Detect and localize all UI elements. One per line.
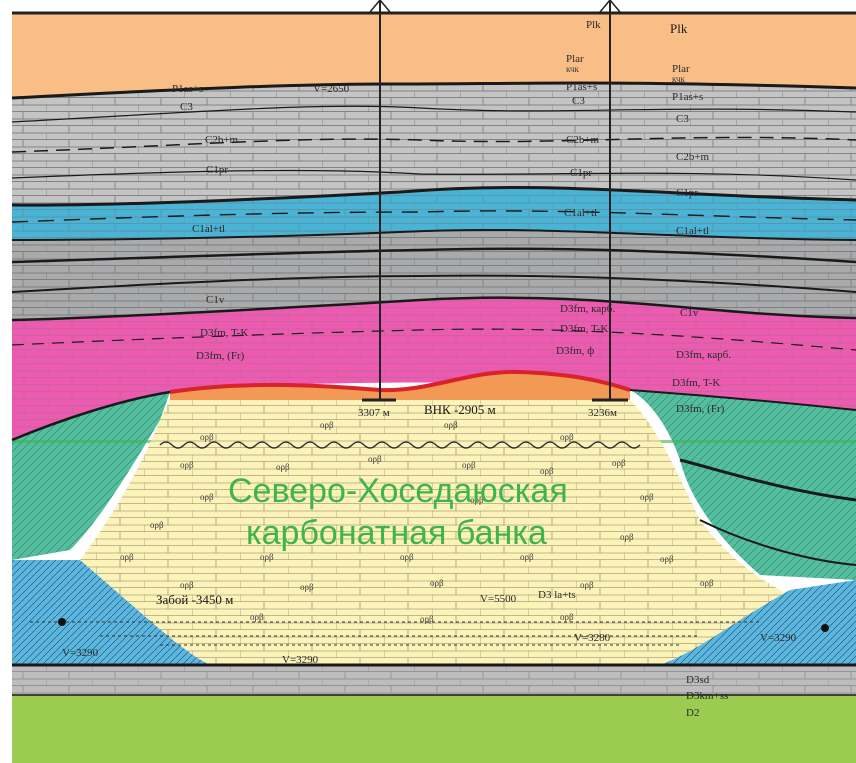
label-d3km: D3km+ss bbox=[686, 690, 728, 702]
reef-symbol: ορβ bbox=[180, 460, 194, 470]
label-c3-left: C3 bbox=[180, 101, 193, 113]
label-d2: D2 bbox=[686, 707, 699, 719]
label-c1v-left: C1v bbox=[206, 294, 225, 306]
reef-symbol: ορβ bbox=[444, 420, 458, 430]
reef-symbol: ορβ bbox=[320, 420, 334, 430]
title-line-1: Северо-Хоседаюская bbox=[228, 472, 568, 510]
label-p1as-right: P1as+s bbox=[672, 91, 703, 103]
reef-symbol: ορβ bbox=[368, 454, 382, 464]
label-c2bm-right: C2b+m bbox=[676, 151, 710, 163]
label-plk: Plk bbox=[670, 21, 688, 36]
reef-symbol: ορβ bbox=[660, 554, 674, 564]
label-c1al-left: C1al+tl bbox=[192, 223, 225, 235]
label-vnk: ВНК -2905 м bbox=[424, 402, 496, 417]
label-c3-mid: C3 bbox=[572, 95, 585, 107]
reef-symbol: ορβ bbox=[420, 614, 434, 624]
label-c1al-right: C1al+tl bbox=[676, 225, 709, 237]
label-v3290-bottom: V=3290 bbox=[282, 654, 319, 666]
reef-symbol: ορβ bbox=[150, 520, 164, 530]
label-c1al-mid: C1al+tl bbox=[564, 207, 597, 219]
label-p1as-left: P1as+s bbox=[172, 83, 203, 95]
label-d3fm-mid: D3fm, ф bbox=[556, 345, 594, 357]
label-d3fm-tk-left: D3fm, T-K bbox=[200, 327, 248, 339]
label-d3fm-tk-right: D3fm, T-K bbox=[672, 377, 720, 389]
reef-symbol: ορβ bbox=[462, 460, 476, 470]
well-dot-left bbox=[58, 618, 66, 626]
label-d3la: D3 la+ts bbox=[538, 589, 576, 601]
label-plar-sub: кчк bbox=[566, 64, 580, 74]
reef-symbol: ορβ bbox=[400, 552, 414, 562]
well-dot-right bbox=[821, 624, 829, 632]
label-c2bm-left: C2b+m bbox=[205, 134, 239, 146]
label-v5500: V=5500 bbox=[480, 593, 517, 605]
reef-symbol: ορβ bbox=[700, 578, 714, 588]
label-c2bm-mid: C2b+m bbox=[566, 134, 600, 146]
label-v3290-left: V=3290 bbox=[62, 647, 99, 659]
reef-symbol: ορβ bbox=[560, 432, 574, 442]
reef-symbol: ορβ bbox=[520, 552, 534, 562]
label-v3290-right: V=3290 bbox=[760, 632, 797, 644]
reef-symbol: ορβ bbox=[580, 580, 594, 590]
label-d3fm-fr-left: D3fm, (Fr) bbox=[196, 350, 245, 362]
reef-symbol: ορβ bbox=[200, 432, 214, 442]
reef-symbol: ορβ bbox=[620, 532, 634, 542]
label-plar-right-sub: кчк bbox=[672, 74, 686, 84]
label-d3fm-fr-right: D3fm, (Fr) bbox=[676, 403, 725, 415]
label-d3fm-karb-top: D3fm, карб. bbox=[560, 303, 615, 315]
reef-symbol: ορβ bbox=[276, 462, 290, 472]
reef-symbol: ορβ bbox=[300, 582, 314, 592]
label-c1pr-mid: C1pr bbox=[570, 167, 592, 179]
reef-symbol: ορβ bbox=[612, 458, 626, 468]
reef-symbol: ορβ bbox=[180, 580, 194, 590]
label-d3sd: D3sd bbox=[686, 674, 710, 686]
label-c3-right: C3 bbox=[676, 113, 689, 125]
label-d3fm-karb-right: D3fm, карб. bbox=[676, 349, 731, 361]
label-well1-depth: 3307 м bbox=[358, 407, 390, 419]
label-plk-well: Plk bbox=[586, 19, 601, 31]
label-p1as-mid: P1as+s bbox=[566, 81, 597, 93]
layer-base-green bbox=[12, 695, 856, 763]
reef-symbol: ορβ bbox=[640, 492, 654, 502]
label-v3280-right: V=3280 bbox=[574, 632, 611, 644]
reef-symbol: ορβ bbox=[250, 612, 264, 622]
label-d3fm-tk-mid: D3fm, T-K bbox=[560, 323, 608, 335]
reef-symbol: ορβ bbox=[560, 612, 574, 622]
title-line-2: карбонатная банка bbox=[246, 514, 547, 552]
label-well2-depth: 3236м bbox=[588, 407, 617, 419]
reef-symbol: ορβ bbox=[120, 552, 134, 562]
label-c1pr-left: C1pr bbox=[206, 164, 228, 176]
reef-symbol: ορβ bbox=[200, 492, 214, 502]
reef-symbol: ορβ bbox=[430, 578, 444, 588]
label-zaboy: Забой -3450 м bbox=[156, 592, 233, 607]
label-c1v-right: C1v bbox=[680, 307, 699, 319]
label-v2650: V=2650 bbox=[313, 83, 350, 95]
label-c1pr-right: C1pr bbox=[676, 187, 698, 199]
reef-symbol: ορβ bbox=[260, 552, 274, 562]
